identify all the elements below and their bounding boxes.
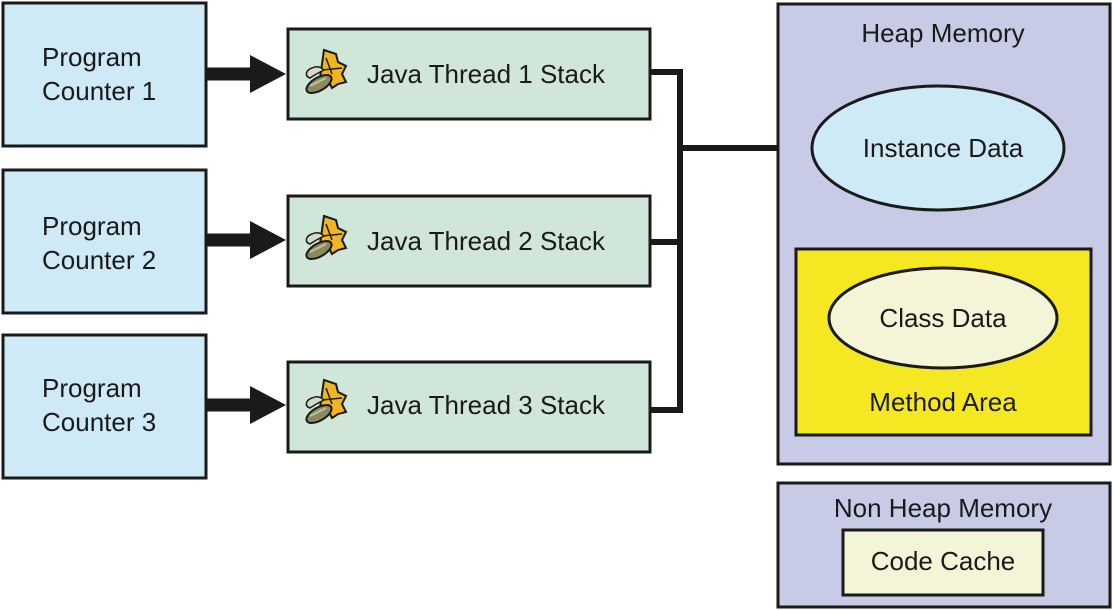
method-area: Class Data Method Area [794,247,1093,437]
java-thread-stack-3: Java Thread 3 Stack [286,360,652,454]
code-cache-box [841,528,1045,597]
java-thread-stack-2: Java Thread 2 Stack [286,194,652,288]
program-counter-2-line2: Counter 2 [42,245,156,275]
program-counter-3: Program Counter 3 [1,333,208,480]
program-counter-2: Program Counter 2 [1,168,208,315]
java-thread-stack-1-label: Java Thread 1 Stack [367,59,606,89]
class-data-label: Class Data [879,303,1007,333]
class-data-ellipse [827,266,1059,370]
java-thread-stack-1: Java Thread 1 Stack [286,27,652,121]
non-heap-memory-title: Non Heap Memory [834,493,1052,523]
program-counter-3-line2: Counter 3 [42,407,156,437]
code-cache-label: Code Cache [871,546,1016,576]
method-area-label: Method Area [869,387,1017,417]
java-thread-stack-3-label: Java Thread 3 Stack [367,390,606,420]
counter-to-stack-arrow-1 [206,55,286,93]
program-counter-1: Program Counter 1 [1,1,208,148]
program-counter-1-line1: Program [42,42,142,72]
program-counter-1-line2: Counter 1 [42,76,156,106]
counter-to-stack-arrow-3 [206,386,286,424]
heap-memory-title: Heap Memory [861,18,1024,48]
program-counter-2-line1: Program [42,211,142,241]
program-counter-3-line1: Program [42,373,142,403]
instance-data-ellipse [810,84,1066,212]
counter-to-stack-arrow-2 [206,221,286,259]
java-thread-stack-2-label: Java Thread 2 Stack [367,226,606,256]
instance-data-label: Instance Data [863,133,1024,163]
heap-memory: Heap Memory Instance Data Class Data Met… [776,2,1112,466]
non-heap-memory: Non Heap Memory Code Cache [776,481,1112,609]
